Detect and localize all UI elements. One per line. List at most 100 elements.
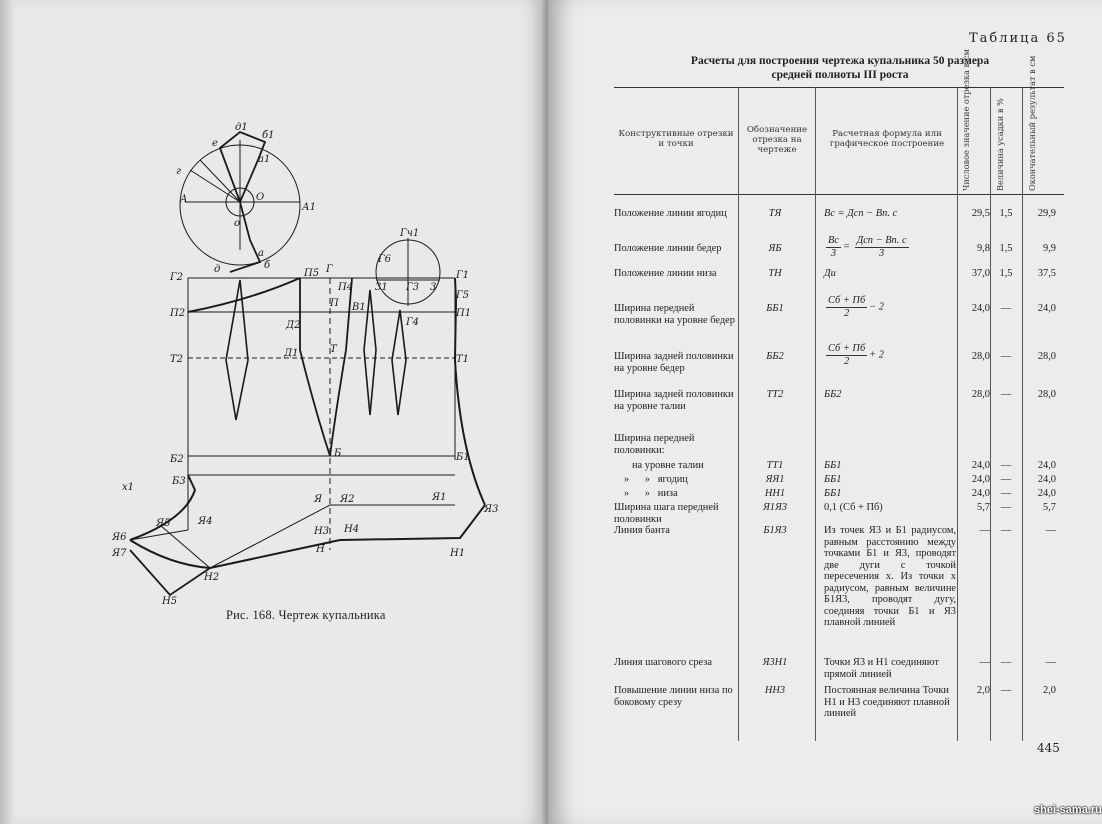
row-formula: ББ2 [824, 389, 842, 400]
label-H3: Н3 [313, 526, 329, 537]
label-P: П [329, 298, 339, 309]
label-P5: П5 [303, 268, 319, 279]
label-a: а [258, 248, 264, 259]
label-B1-right: Б1 [455, 452, 470, 463]
row-value: 5,7 [977, 502, 990, 513]
row-code: Б1Я3 [763, 525, 787, 536]
row-result: 5,7 [1043, 502, 1056, 513]
row-name: » » низа [624, 488, 678, 499]
row-shrink: — [1000, 474, 1012, 485]
label-G5: Г5 [455, 290, 469, 301]
label-B3: Б3 [171, 476, 186, 487]
table-top-rule [614, 87, 1064, 88]
row-value: 28,0 [971, 389, 990, 400]
col-divider [990, 87, 991, 741]
row-result: 24,0 [1037, 474, 1056, 485]
row-value: 9,8 [977, 243, 990, 254]
row-value: 28,0 [971, 351, 990, 362]
watermark: shei-sama.ru [1034, 804, 1102, 816]
label-G4: Г4 [405, 317, 419, 328]
label-P4: П4 [337, 282, 353, 293]
right-page [548, 0, 1102, 824]
row-code: НН1 [764, 488, 786, 499]
label-H: Н [315, 544, 325, 555]
row-code: ТТ2 [766, 389, 784, 400]
row-formula: Постоянная величина Точки Н1 и Н3 соедин… [824, 685, 950, 719]
row-name: Ширина передней половинки на уровне беде… [614, 303, 735, 326]
row-result: 24,0 [1037, 303, 1056, 314]
label-O: О [256, 192, 264, 203]
label-G1: Г1 [455, 270, 469, 281]
row-name: » » ягодиц [624, 474, 688, 485]
page-number: 445 [1037, 741, 1060, 755]
row-shrink: — [1000, 685, 1012, 696]
row-result: 37,5 [1037, 268, 1056, 279]
row-result: — [1045, 657, 1056, 668]
label-B: Б [333, 448, 342, 459]
label-A1: А1 [301, 202, 316, 213]
header-col2: Обозначение отрезка на чертеже [746, 125, 808, 155]
header-col5: Величина усадки в % [995, 98, 1005, 191]
label-G3: Г3 [405, 282, 419, 293]
row-value: 24,0 [971, 474, 990, 485]
row-value: — [979, 525, 990, 536]
col-divider [957, 87, 958, 741]
row-code: ЯЯ1 [765, 474, 785, 485]
row-shrink: — [1000, 488, 1012, 499]
row-formula: ББ1 [824, 474, 842, 485]
row-value: 24,0 [971, 303, 990, 314]
label-Ya6: Я6 [111, 532, 127, 543]
row-result: — [1045, 525, 1056, 536]
row-code: ЯБ [768, 243, 782, 254]
page-edge [0, 0, 14, 824]
label-G: Г [325, 264, 333, 275]
figure-caption: Рис. 168. Чертеж купальника [226, 608, 386, 622]
label-Ya5: Я5 [155, 518, 170, 529]
row-formula: 0,1 (Сб + Пб) [824, 502, 883, 513]
row-code: ТТ1 [766, 460, 784, 471]
header-col3: Расчетная формула или графическое постро… [829, 129, 945, 149]
label-G2: Г2 [169, 272, 183, 283]
header-col6: Окончательный результат в см [1027, 55, 1037, 191]
label-B2: Б2 [169, 454, 184, 465]
row-name: Линия шагового среза [614, 657, 713, 668]
label-e: е [212, 138, 218, 149]
row-name: Линия банта [614, 525, 670, 536]
row-value: 2,0 [977, 685, 990, 696]
label-g: г [176, 166, 181, 177]
label-o: о [234, 218, 240, 229]
row-result: 24,0 [1037, 488, 1056, 499]
row-shrink: — [1000, 502, 1012, 513]
row-formula: Из точек Я3 и Б1 радиусом, равным рассто… [824, 525, 956, 628]
label-a1: а1 [258, 154, 270, 165]
label-Ya: Я [313, 494, 323, 505]
label-H5: Н5 [161, 596, 177, 607]
row-formula: Ди [824, 268, 836, 279]
row-formula: Вс = Дсп − Вп. с [824, 208, 898, 219]
row-shrink: — [1000, 460, 1012, 471]
label-H2: Н2 [203, 572, 219, 583]
calculation-table: Конструктивные отрезки и точки Обозначен… [614, 49, 1064, 741]
col-divider [815, 87, 816, 741]
row-result: 28,0 [1037, 389, 1056, 400]
label-Ya2: Я2 [339, 494, 354, 505]
row-code: ББ1 [766, 303, 784, 314]
label-Ya7: Я7 [111, 548, 127, 559]
row-value: 37,0 [971, 268, 990, 279]
row-code: ТН [768, 268, 782, 279]
label-31: 31 [375, 282, 388, 293]
row-result: 24,0 [1037, 460, 1056, 471]
row-value: — [979, 657, 990, 668]
row-code: ТЯ [768, 208, 782, 219]
label-b1-top: б1 [262, 130, 274, 141]
label-A: А [179, 194, 188, 205]
label-D1: Д1 [283, 348, 299, 359]
label-T2: Т2 [170, 354, 183, 365]
label-d1: д1 [235, 122, 248, 133]
label-x1: х1 [122, 482, 134, 493]
row-name: Положение линии бедер [614, 243, 722, 254]
